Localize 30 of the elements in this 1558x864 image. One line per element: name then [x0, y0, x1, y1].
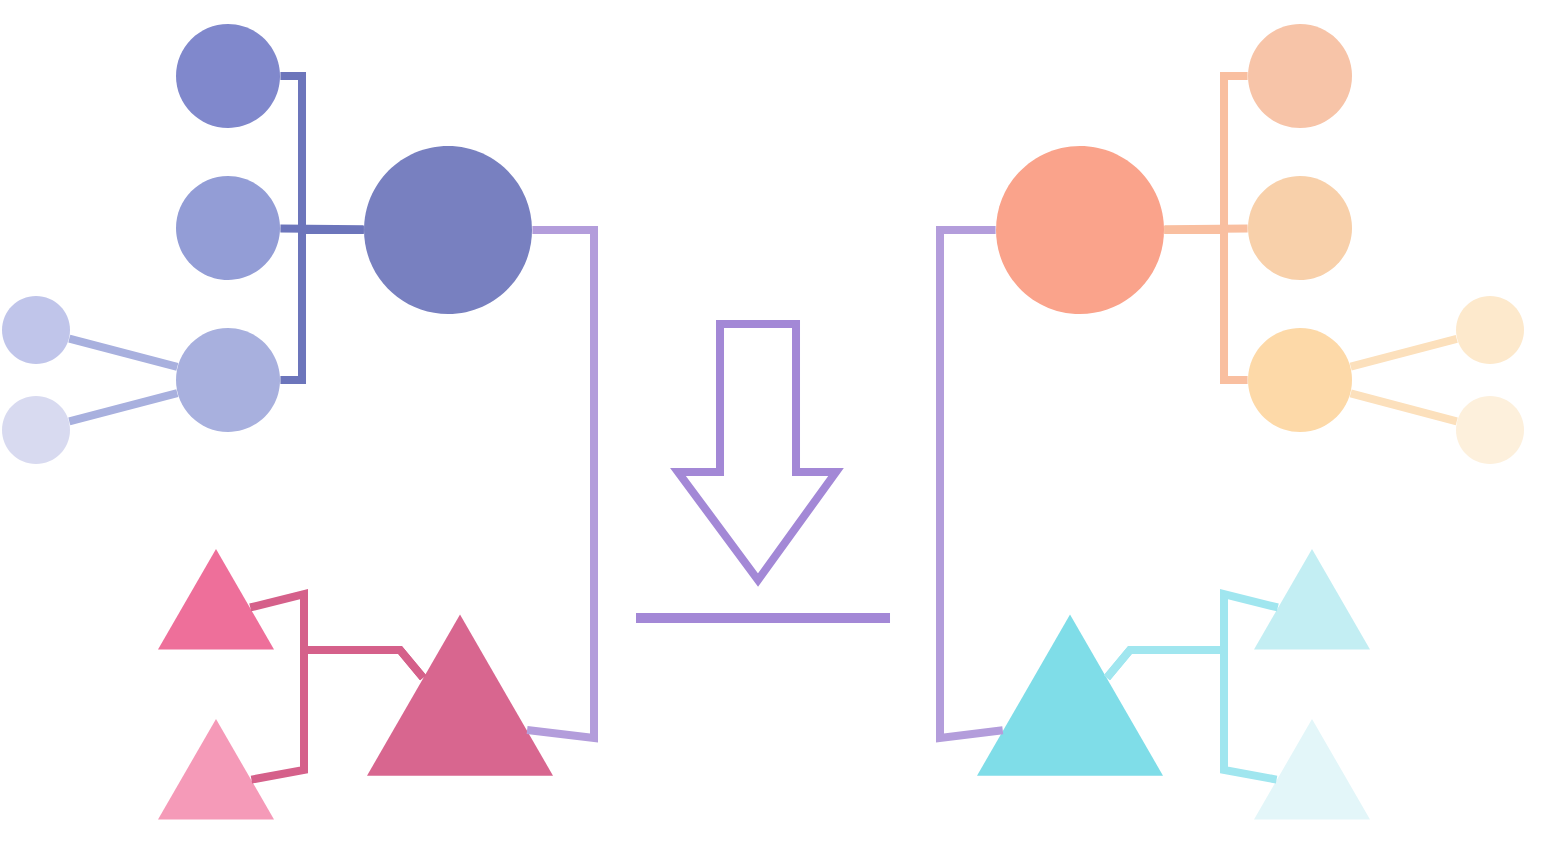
- connector-line: [68, 389, 179, 426]
- connector-line: [1164, 224, 1248, 234]
- triangle: [158, 719, 275, 820]
- circle: [996, 146, 1164, 314]
- circle: [2, 296, 70, 364]
- circle: [1248, 176, 1352, 280]
- connector-line: [250, 646, 427, 784]
- connector-line: [1349, 389, 1458, 426]
- circle: [176, 328, 280, 432]
- connector-line: [1164, 226, 1248, 384]
- circle: [176, 24, 280, 128]
- connector-line: [1103, 646, 1278, 784]
- circle: [1456, 296, 1524, 364]
- circle: [1248, 328, 1352, 432]
- connector-line: [280, 224, 364, 234]
- connector-line: [526, 226, 598, 743]
- circle: [176, 176, 280, 280]
- triangle: [1254, 719, 1371, 820]
- triangle: [977, 614, 1163, 776]
- circle: [1456, 396, 1524, 464]
- connector-line: [68, 334, 179, 371]
- connector-line: [280, 226, 364, 384]
- circle: [364, 146, 532, 314]
- circle: [1248, 24, 1352, 128]
- circle: [2, 396, 70, 464]
- connector-line: [936, 226, 1004, 743]
- triangle: [1254, 549, 1371, 650]
- triangle: [158, 549, 275, 650]
- connector-line: [1349, 334, 1458, 371]
- triangle: [367, 614, 553, 776]
